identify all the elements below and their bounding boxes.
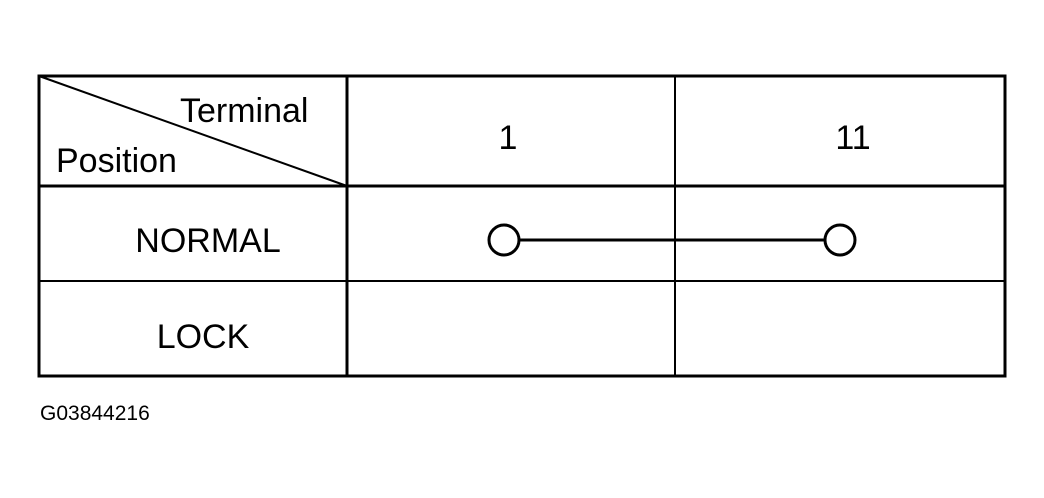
table-border <box>37 74 1007 378</box>
terminal-1-node-normal <box>487 223 521 257</box>
position-header-label: Position <box>56 142 177 180</box>
terminal-11-node-normal <box>823 223 857 257</box>
position-row-normal: NORMAL <box>135 222 281 260</box>
terminal-column-11: 11 <box>835 119 871 157</box>
terminal-column-1: 1 <box>498 119 518 157</box>
header-diagonal <box>38 75 348 187</box>
terminal-header-label: Terminal <box>180 92 309 130</box>
position-row-lock: LOCK <box>156 318 250 356</box>
figure-code: G03844216 <box>40 402 150 425</box>
